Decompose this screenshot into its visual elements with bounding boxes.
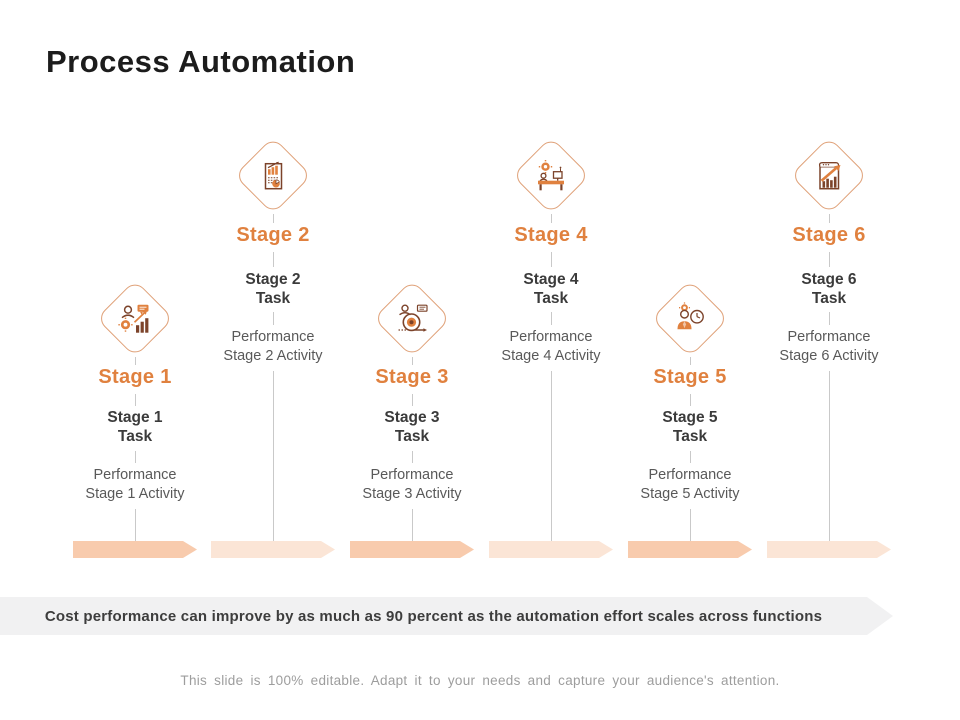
connector-tick	[829, 312, 830, 325]
stage-diamond	[234, 136, 312, 215]
connector-line	[829, 371, 830, 542]
stage-label: Stage 3	[375, 366, 449, 388]
stage-task: Stage 6 Task	[801, 271, 857, 307]
stage-column-4: Stage 4 Stage 4 Task Performance Stage 4…	[476, 0, 626, 560]
connector-tick	[135, 394, 136, 406]
stage-task: Stage 5 Task	[662, 409, 718, 445]
flow-arrow-5	[628, 541, 752, 558]
stage-task: Stage 2 Task	[245, 271, 301, 307]
stage-label: Stage 1	[98, 366, 172, 388]
key-message-banner: Cost performance can improve by as much …	[0, 597, 893, 635]
stage-activity: Performance Stage 1 Activity	[85, 467, 185, 502]
stage-diamond	[512, 136, 590, 215]
flow-arrow-2	[211, 541, 335, 558]
connector-tick	[551, 252, 552, 267]
stage-activity: Performance Stage 4 Activity	[501, 329, 601, 364]
process-cycle-icon	[393, 300, 431, 338]
connector-tick	[135, 451, 136, 463]
connector-tick	[412, 394, 413, 406]
connector-tick	[273, 252, 274, 267]
connector-tick	[273, 214, 274, 223]
flow-arrow-3	[350, 541, 474, 558]
stage-activity: Performance Stage 2 Activity	[223, 329, 323, 364]
person-time-icon	[671, 300, 709, 338]
stage-column-1: Stage 1 Stage 1 Task Performance Stage 1…	[60, 0, 210, 560]
connector-tick	[690, 394, 691, 406]
stage-activity: Performance Stage 3 Activity	[362, 467, 462, 502]
flow-arrow-1	[73, 541, 197, 558]
report-chart-icon	[254, 157, 292, 195]
flow-arrow-6	[767, 541, 891, 558]
stage-activity: Performance Stage 5 Activity	[640, 467, 740, 502]
stage-diamond	[651, 279, 729, 358]
connector-line	[551, 371, 552, 542]
connector-tick	[551, 214, 552, 223]
stage-diamond	[96, 279, 174, 358]
connector-tick	[829, 252, 830, 267]
stage-label: Stage 5	[653, 366, 727, 388]
stage-diamond	[790, 136, 868, 215]
page-title: Process Automation	[46, 44, 356, 79]
stage-label: Stage 6	[792, 224, 866, 246]
stage-column-6: Stage 6 Stage 6 Task Performance Stage 6…	[754, 0, 904, 560]
stage-label: Stage 2	[236, 224, 310, 246]
connector-tick	[412, 451, 413, 463]
flow-arrow-4	[489, 541, 613, 558]
stage-column-5: Stage 5 Stage 5 Task Performance Stage 5…	[615, 0, 765, 560]
connector-line	[690, 509, 691, 542]
growth-report-icon	[810, 157, 848, 195]
connector-tick	[690, 357, 691, 365]
stage-task: Stage 4 Task	[523, 271, 579, 307]
stage-column-2: Stage 2 Stage 2 Task Performance Stage 2…	[198, 0, 348, 560]
connector-tick	[273, 312, 274, 325]
stage-activity: Performance Stage 6 Activity	[779, 329, 879, 364]
connector-tick	[690, 451, 691, 463]
connector-line	[273, 371, 274, 542]
stage-label: Stage 4	[514, 224, 588, 246]
stage-task: Stage 3 Task	[384, 409, 440, 445]
connector-tick	[412, 357, 413, 365]
connector-line	[135, 509, 136, 542]
stage-column-3: Stage 3 Stage 3 Task Performance Stage 3…	[337, 0, 487, 560]
footer-note: This slide is 100% editable. Adapt it to…	[180, 673, 780, 688]
connector-tick	[829, 214, 830, 223]
connector-tick	[551, 312, 552, 325]
automation-desk-icon	[532, 157, 570, 195]
connector-tick	[135, 357, 136, 365]
connector-line	[412, 509, 413, 542]
stage-diamond	[373, 279, 451, 358]
stage-task: Stage 1 Task	[107, 409, 163, 445]
person-analytics-icon	[116, 300, 154, 338]
banner-text: Cost performance can improve by as much …	[44, 607, 823, 625]
